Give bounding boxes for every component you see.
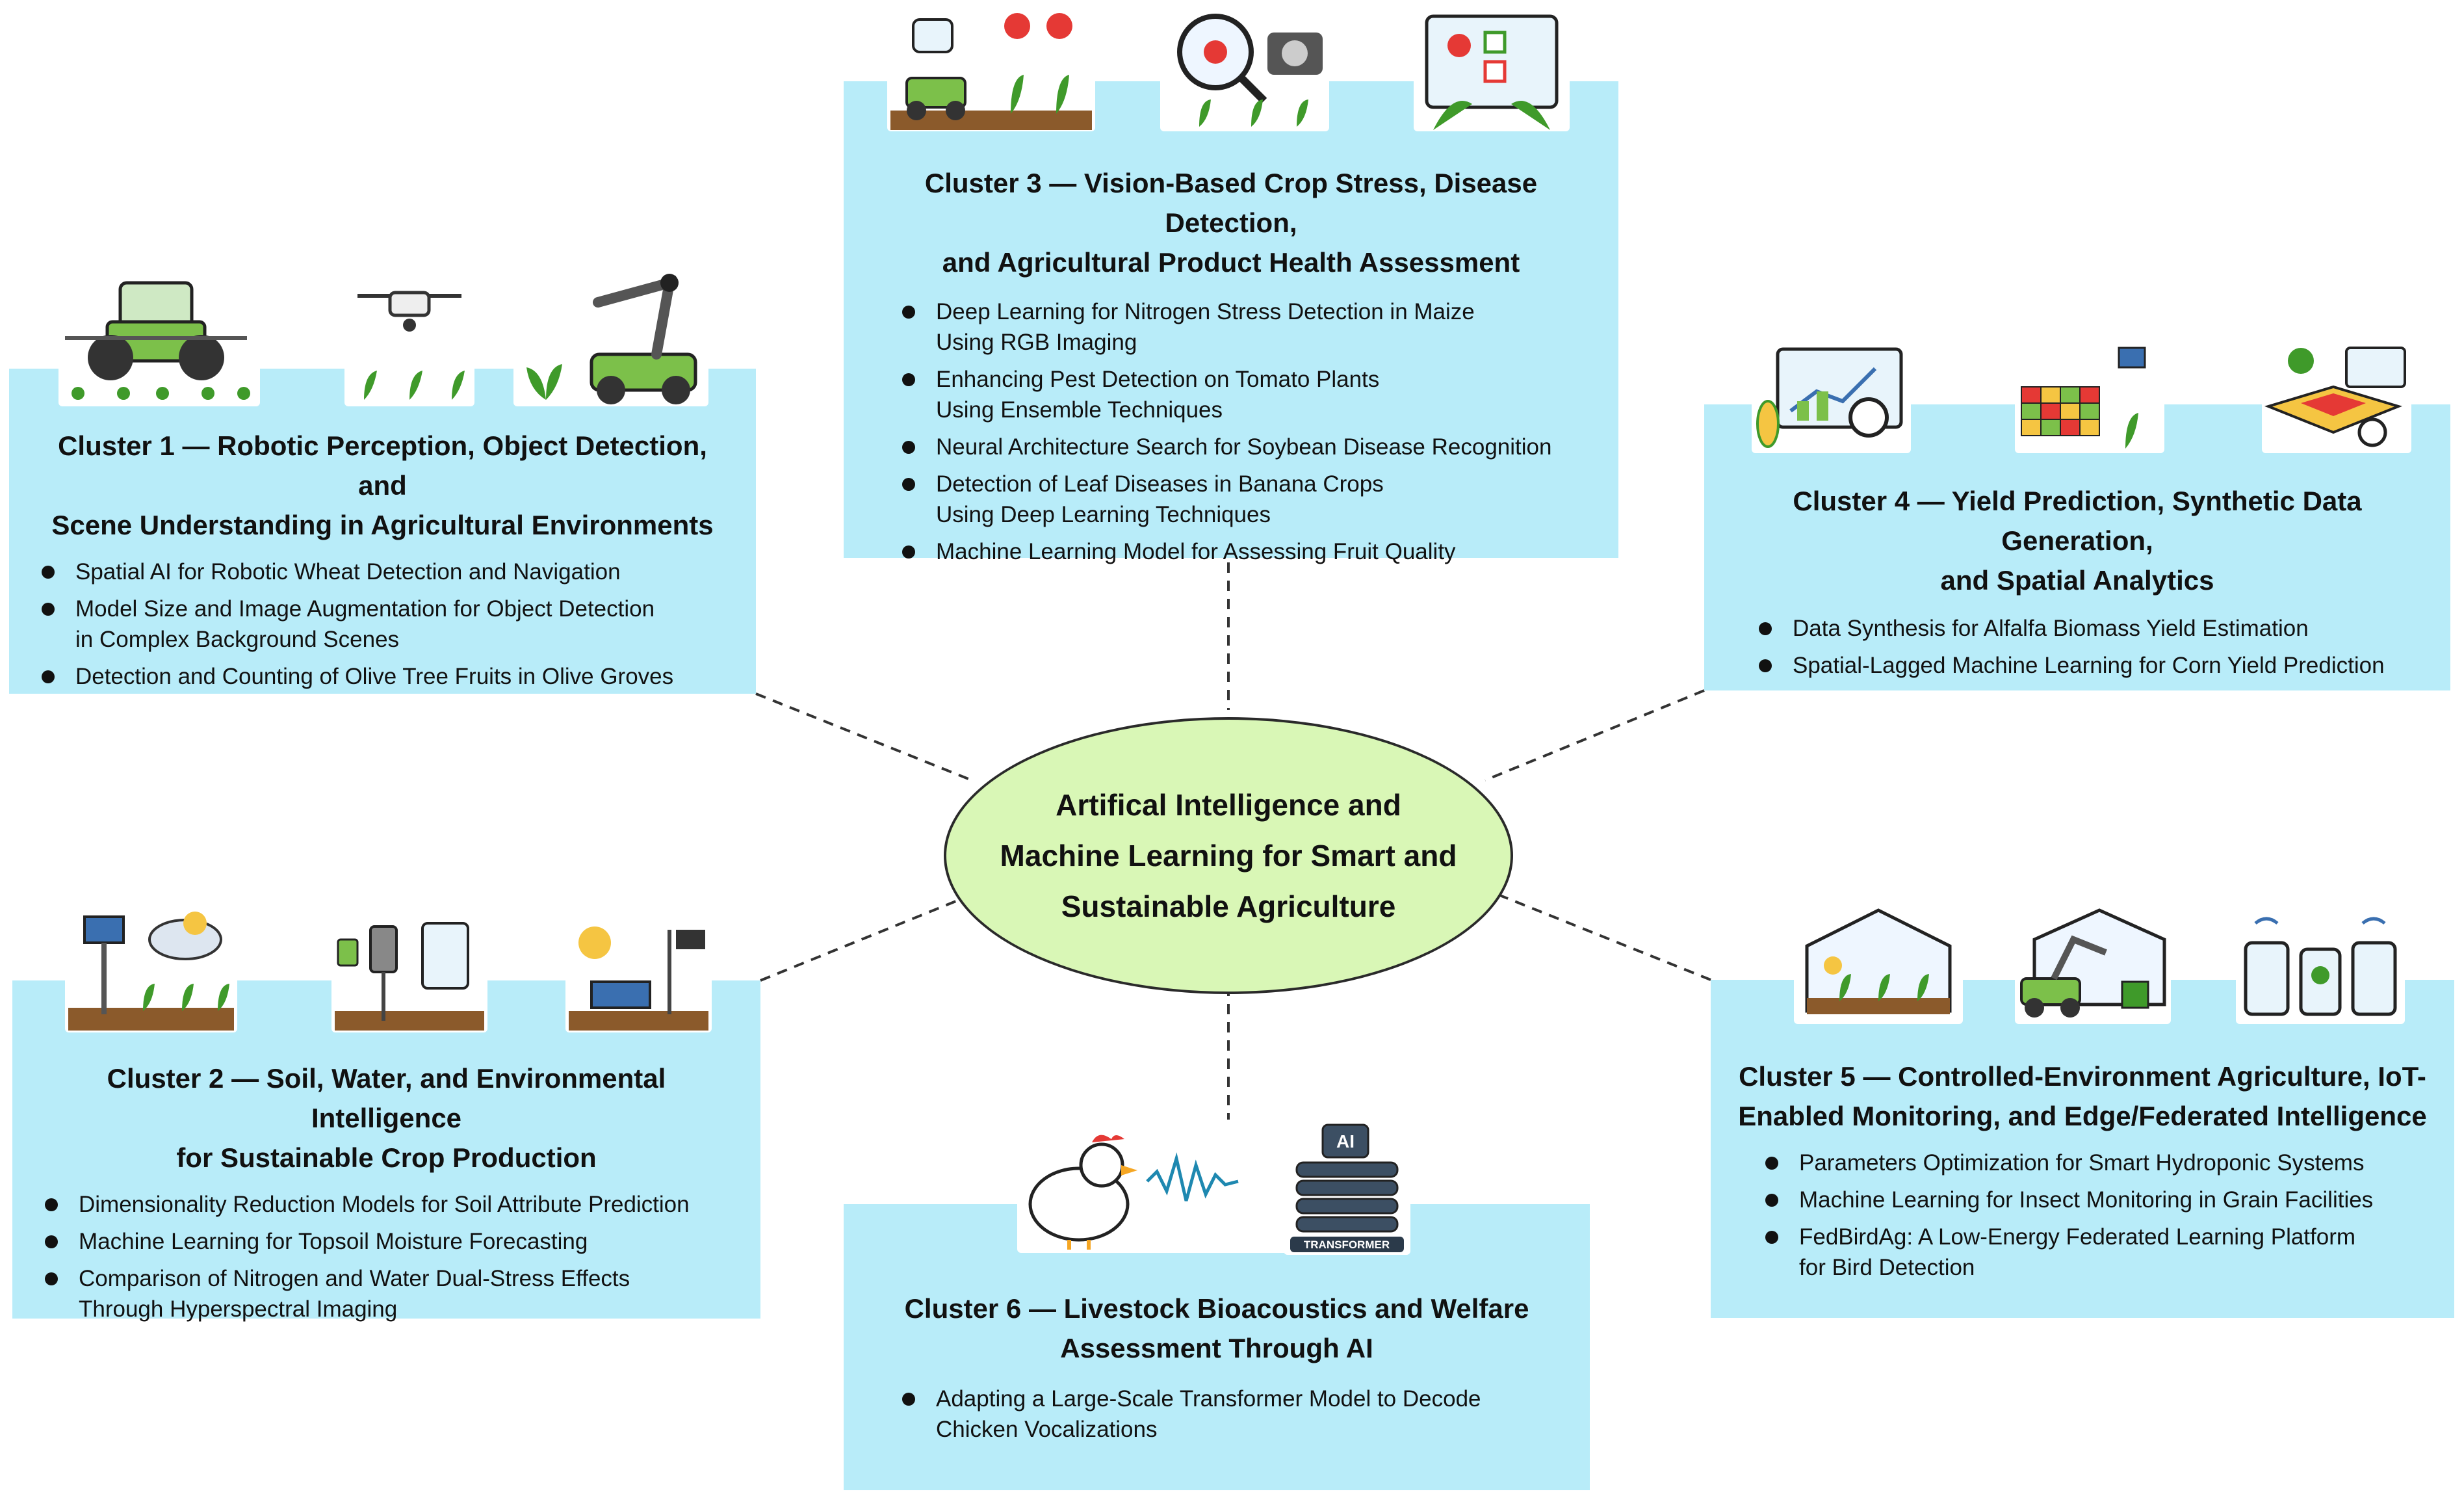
ai-chip-label: AI	[1336, 1131, 1355, 1151]
cluster-1-title-line2: Scene Understanding in Agricultural Envi…	[51, 510, 714, 540]
list-item: Model Size and Image Augmentation for Ob…	[32, 594, 733, 655]
list-item: Deep Learning for Nitrogen Stress Detect…	[893, 296, 1595, 358]
cluster-5-title-line2: Enabled Monitoring, and Edge/Federated I…	[1738, 1101, 2427, 1131]
cluster-5-title-line1: Cluster 5 — Controlled-Environment Agric…	[1739, 1061, 2426, 1092]
tractor-sprayer-icon	[58, 260, 260, 406]
cluster-1-list: Spatial AI for Robotic Wheat Detection a…	[32, 557, 733, 692]
list-item: Detection of Leaf Diseases in Banana Cro…	[893, 469, 1595, 530]
cluster-2-list: Dimensionality Reduction Models for Soil…	[36, 1189, 737, 1324]
list-item: Enhancing Pest Detection on Tomato Plant…	[893, 364, 1595, 425]
robotic-arm-icon	[513, 263, 708, 406]
cluster-1-title: Cluster 1 — Robotic Perception, Object D…	[32, 426, 733, 545]
spatial-map-icon	[2262, 341, 2411, 453]
cluster-4-title: Cluster 4 — Yield Prediction, Synthetic …	[1717, 481, 2437, 600]
list-item: Adapting a Large-Scale Transformer Model…	[893, 1384, 1566, 1445]
cluster-6-title-line1: Cluster 6 — Livestock Bioacoustics and W…	[904, 1293, 1529, 1324]
cluster-3-title: Cluster 3 — Vision-Based Crop Stress, Di…	[867, 163, 1595, 282]
cluster-1-title-line1: Cluster 1 — Robotic Perception, Object D…	[58, 430, 707, 501]
yield-dashboard-icon	[1752, 339, 1911, 453]
connector-cluster-1	[755, 692, 972, 782]
connector-cluster-5	[1485, 888, 1711, 981]
cluster-5-list: Parameters Optimization for Smart Hydrop…	[1724, 1148, 2441, 1283]
soil-probe-tablet-icon	[331, 913, 487, 1032]
greenhouse-robot-icon	[2015, 900, 2171, 1024]
magnifier-camera-icon	[1160, 7, 1329, 131]
cluster-3-title-line2: and Agricultural Product Health Assessme…	[942, 247, 1520, 278]
iot-devices-icon	[2236, 910, 2405, 1024]
list-item: Comparison of Nitrogen and Water Dual-St…	[36, 1263, 737, 1324]
chicken-soundwave-icon	[1017, 1120, 1290, 1253]
connector-cluster-2	[760, 893, 974, 982]
quality-checklist-icon	[1414, 10, 1570, 131]
cluster-4-title-line1: Cluster 4 — Yield Prediction, Synthetic …	[1793, 486, 2362, 556]
list-item: Machine Learning for Insect Monitoring i…	[1756, 1185, 2441, 1215]
cluster-2-box: Cluster 2 — Soil, Water, and Environment…	[12, 980, 760, 1322]
list-item: Spatial-Lagged Machine Learning for Corn…	[1750, 650, 2437, 681]
transformer-label: TRANSFORMER	[1304, 1239, 1390, 1251]
cluster-4-title-line2: and Spatial Analytics	[1940, 565, 2214, 596]
cluster-2-title: Cluster 2 — Soil, Water, and Environment…	[36, 1058, 737, 1177]
connector-cluster-4	[1485, 689, 1705, 782]
list-item: FedBirdAg: A Low-Energy Federated Learni…	[1756, 1222, 2441, 1283]
cluster-3-list: Deep Learning for Nitrogen Stress Detect…	[867, 296, 1595, 567]
cluster-2-title-line1: Cluster 2 — Soil, Water, and Environment…	[107, 1063, 666, 1133]
list-item: Detection and Counting of Olive Tree Fru…	[32, 661, 733, 692]
list-item: Neural Architecture Search for Soybean D…	[893, 432, 1595, 462]
list-item: Machine Learning Model for Assessing Fru…	[893, 536, 1595, 567]
cluster-5-title: Cluster 5 — Controlled-Environment Agric…	[1724, 1057, 2441, 1136]
ai-transformer-icon: AI TRANSFORMER	[1284, 1117, 1410, 1255]
list-item: Data Synthesis for Alfalfa Biomass Yield…	[1750, 613, 2437, 644]
cluster-6-title: Cluster 6 — Livestock Bioacoustics and W…	[867, 1289, 1566, 1368]
cluster-1-box: Cluster 1 — Robotic Perception, Object D…	[9, 369, 756, 694]
cluster-6-list: Adapting a Large-Scale Transformer Model…	[867, 1384, 1566, 1445]
drone-icon	[344, 270, 474, 406]
robot-inspection-icon	[887, 7, 1095, 131]
greenhouse-icon	[1794, 900, 1963, 1024]
list-item: Parameters Optimization for Smart Hydrop…	[1756, 1148, 2441, 1178]
list-item: Dimensionality Reduction Models for Soil…	[36, 1189, 737, 1220]
central-topic-title: Artifical Intelligence and Machine Learn…	[1000, 788, 1457, 923]
satellite-heatmap-icon	[2015, 341, 2164, 453]
cluster-4-list: Data Synthesis for Alfalfa Biomass Yield…	[1717, 613, 2437, 681]
cluster-3-title-line1: Cluster 3 — Vision-Based Crop Stress, Di…	[924, 168, 1538, 238]
list-item: Spatial AI for Robotic Wheat Detection a…	[32, 557, 733, 587]
weather-station-icon	[565, 917, 712, 1032]
cluster-2-title-line2: for Sustainable Crop Production	[176, 1142, 597, 1173]
cluster-6-title-line2: Assessment Through AI	[1060, 1333, 1373, 1363]
cluster-5-box: Cluster 5 — Controlled-Environment Agric…	[1711, 980, 2454, 1318]
cluster-3-box: Cluster 3 — Vision-Based Crop Stress, Di…	[844, 81, 1618, 564]
central-topic-ellipse: Artifical Intelligence and Machine Learn…	[944, 717, 1513, 994]
list-item: Machine Learning for Topsoil Moisture Fo…	[36, 1226, 737, 1257]
soil-sensor-weather-icon	[65, 904, 237, 1032]
